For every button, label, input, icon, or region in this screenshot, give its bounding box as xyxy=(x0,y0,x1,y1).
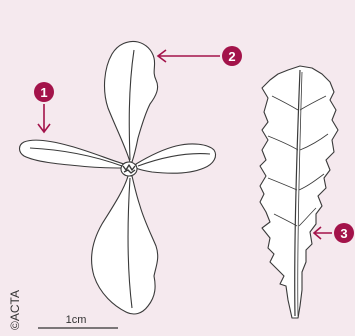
scale-bar-label: 1cm xyxy=(66,314,87,326)
callout-1-arrow xyxy=(38,104,50,132)
lobed-leaf xyxy=(260,66,338,318)
copyright-credit: ©ACTA xyxy=(8,290,22,330)
callout-2-label: 2 xyxy=(228,49,235,64)
left-cotyledon xyxy=(20,140,125,168)
right-cotyledon xyxy=(136,144,216,173)
callout-2-arrow xyxy=(158,50,220,62)
callout-3: 3 xyxy=(314,223,354,243)
callout-3-label: 3 xyxy=(340,226,347,241)
scale-bar: 1cm xyxy=(38,314,118,328)
callout-2: 2 xyxy=(158,46,242,66)
seedling-rosette xyxy=(20,42,216,315)
callout-3-arrow xyxy=(314,227,332,239)
bottom-leaf xyxy=(92,176,158,314)
seedling-centre xyxy=(121,162,137,176)
callout-1-label: 1 xyxy=(40,85,47,100)
callout-1: 1 xyxy=(34,82,54,132)
top-leaf xyxy=(105,42,158,163)
